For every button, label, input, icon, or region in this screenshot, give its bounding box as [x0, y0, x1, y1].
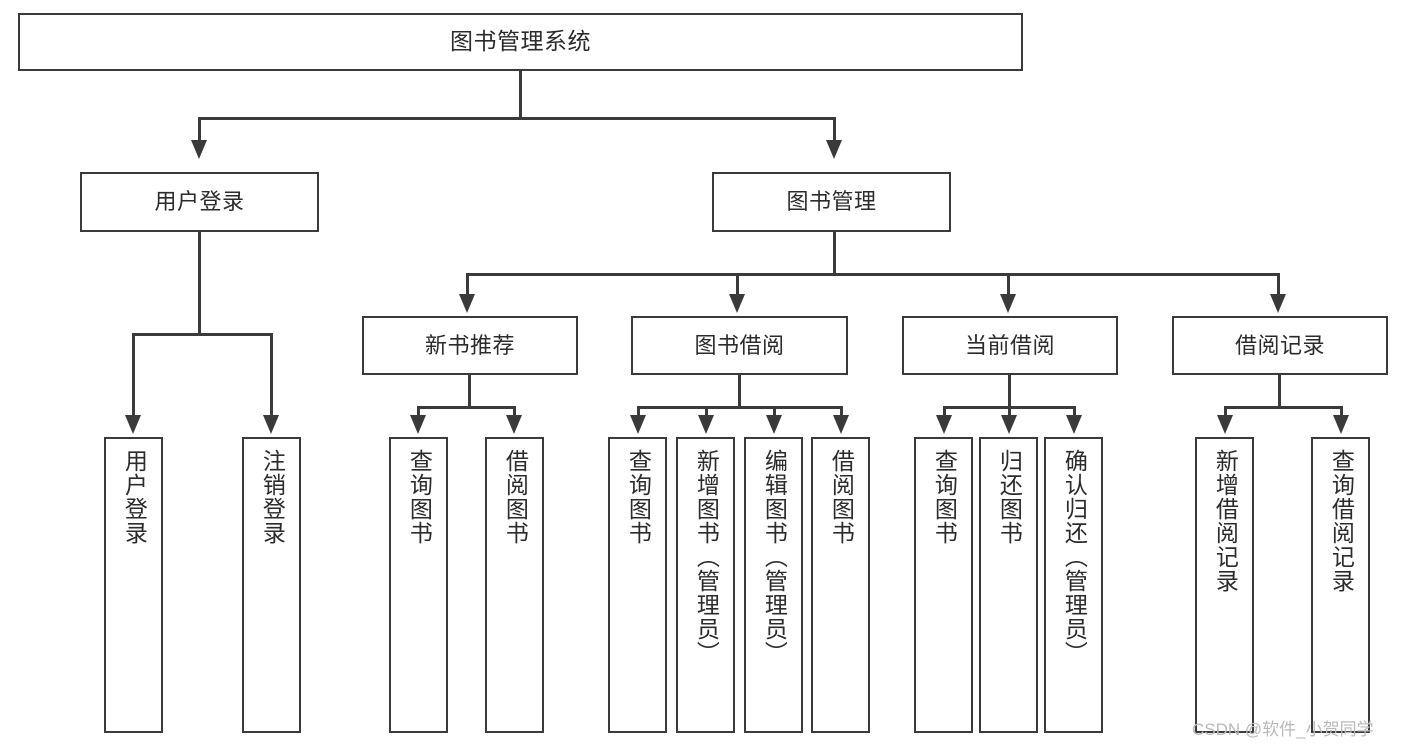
arrow-bookmgmt-s1 — [459, 294, 475, 313]
node-label: 借阅图书 — [828, 449, 855, 545]
arrow-borrow-c3 — [766, 415, 782, 434]
node-current-borrow[interactable]: 当前借阅 — [902, 316, 1118, 375]
node-label: 确认归还（管理员） — [1061, 449, 1088, 665]
leaf-borrow-add-book-admin[interactable]: 新增图书（管理员） — [676, 437, 735, 733]
leaf-logout[interactable]: 注销登录 — [242, 437, 301, 733]
leaf-borrow-edit-book-admin[interactable]: 编辑图书（管理员） — [744, 437, 803, 733]
node-label: 查询图书 — [406, 449, 433, 545]
edge-current-down — [1008, 375, 1011, 409]
edge-bookmgmt-bar — [466, 273, 1280, 276]
node-label: 图书借阅 — [694, 332, 785, 358]
leaf-current-query-book[interactable]: 查询图书 — [914, 437, 973, 733]
edge-root-down — [519, 71, 522, 119]
edge-newbook-bar — [417, 406, 516, 409]
edge-current-to-c3 — [1073, 406, 1076, 416]
leaf-newbook-query-book[interactable]: 查询图书 — [389, 437, 448, 733]
node-label: 新增图书（管理员） — [693, 449, 720, 665]
edge-login-to-c1 — [132, 333, 135, 416]
arrow-bookmgmt-s3 — [1000, 294, 1016, 313]
node-label: 查询图书 — [931, 449, 958, 545]
node-book-borrow[interactable]: 图书借阅 — [631, 316, 848, 375]
arrow-current-c1 — [936, 415, 952, 434]
edge-bookmgmt-to-s3 — [1007, 273, 1010, 295]
node-user-login[interactable]: 用户登录 — [80, 172, 319, 232]
leaf-borrow-borrow-book[interactable]: 借阅图书 — [811, 437, 870, 733]
edge-current-to-c1 — [943, 406, 946, 416]
watermark-text: CSDN @软件_小贺同学 — [1192, 720, 1374, 739]
edge-bookmgmt-to-s4 — [1277, 273, 1280, 295]
edge-record-to-c1 — [1224, 406, 1227, 416]
arrow-login-c2 — [263, 415, 279, 434]
edge-bookmgmt-to-s2 — [736, 273, 739, 295]
node-label: 编辑图书（管理员） — [761, 449, 788, 665]
arrow-current-c2 — [1001, 415, 1017, 434]
node-new-book-recommend[interactable]: 新书推荐 — [362, 316, 578, 375]
node-label: 借阅记录 — [1234, 332, 1325, 358]
node-label: 用户登录 — [121, 449, 148, 545]
leaf-record-add-record[interactable]: 新增借阅记录 — [1195, 437, 1254, 733]
leaf-current-confirm-return-admin[interactable]: 确认归还（管理员） — [1044, 437, 1103, 733]
edge-borrow-to-c3 — [773, 406, 776, 416]
edge-newbook-down — [468, 375, 471, 409]
leaf-current-return-book[interactable]: 归还图书 — [979, 437, 1038, 733]
node-label: 用户登录 — [154, 189, 245, 215]
node-label: 注销登录 — [259, 449, 286, 545]
node-label: 图书管理 — [786, 189, 877, 215]
arrow-record-c2 — [1333, 415, 1349, 434]
edge-login-bar — [132, 333, 273, 336]
leaf-record-query-record[interactable]: 查询借阅记录 — [1311, 437, 1370, 733]
node-root-system[interactable]: 图书管理系统 — [18, 13, 1023, 71]
edge-bookmgmt-down — [833, 232, 836, 276]
node-label: 新书推荐 — [424, 332, 515, 358]
arrow-borrow-c2 — [698, 415, 714, 434]
edge-borrow-down — [738, 375, 741, 409]
node-label: 当前借阅 — [964, 332, 1055, 358]
edge-record-down — [1278, 375, 1281, 409]
arrow-borrow-c4 — [833, 415, 849, 434]
node-label: 查询借阅记录 — [1328, 449, 1355, 593]
node-label: 图书管理系统 — [450, 28, 591, 55]
arrow-current-c3 — [1066, 415, 1082, 434]
arrow-newbook-c1 — [410, 415, 426, 434]
node-label: 查询图书 — [625, 449, 652, 545]
edge-record-to-c2 — [1340, 406, 1343, 416]
edge-borrow-to-c2 — [705, 406, 708, 416]
edge-borrow-to-c1 — [637, 406, 640, 416]
edge-login-to-c2 — [270, 333, 273, 416]
edge-root-bar — [198, 117, 835, 120]
edge-bookmgmt-to-s1 — [466, 273, 469, 295]
arrow-login-c1 — [125, 415, 141, 434]
edge-login-down — [198, 232, 201, 336]
edge-newbook-to-c2 — [513, 406, 516, 416]
edge-record-bar — [1224, 406, 1343, 409]
arrow-bookmgmt-s4 — [1270, 294, 1286, 313]
node-book-management[interactable]: 图书管理 — [712, 172, 951, 232]
leaf-borrow-query-book[interactable]: 查询图书 — [608, 437, 667, 733]
node-label: 借阅图书 — [502, 449, 529, 545]
arrow-record-c1 — [1217, 415, 1233, 434]
arrow-borrow-c1 — [630, 415, 646, 434]
edge-newbook-to-c1 — [417, 406, 420, 416]
arrow-bookmgmt-s2 — [729, 294, 745, 313]
arrow-to-login — [191, 140, 207, 159]
node-label: 新增借阅记录 — [1212, 449, 1239, 593]
leaf-user-login[interactable]: 用户登录 — [104, 437, 163, 733]
node-label: 归还图书 — [996, 449, 1023, 545]
leaf-newbook-borrow-book[interactable]: 借阅图书 — [485, 437, 544, 733]
node-borrow-record[interactable]: 借阅记录 — [1172, 316, 1388, 375]
edge-current-to-c2 — [1008, 406, 1011, 416]
edge-root-to-bookmgmt — [833, 117, 836, 141]
edge-borrow-to-c4 — [840, 406, 843, 416]
edge-root-to-login — [198, 117, 201, 141]
arrow-newbook-c2 — [506, 415, 522, 434]
arrow-to-bookmgmt — [826, 140, 842, 159]
edge-borrow-bar — [637, 406, 843, 409]
